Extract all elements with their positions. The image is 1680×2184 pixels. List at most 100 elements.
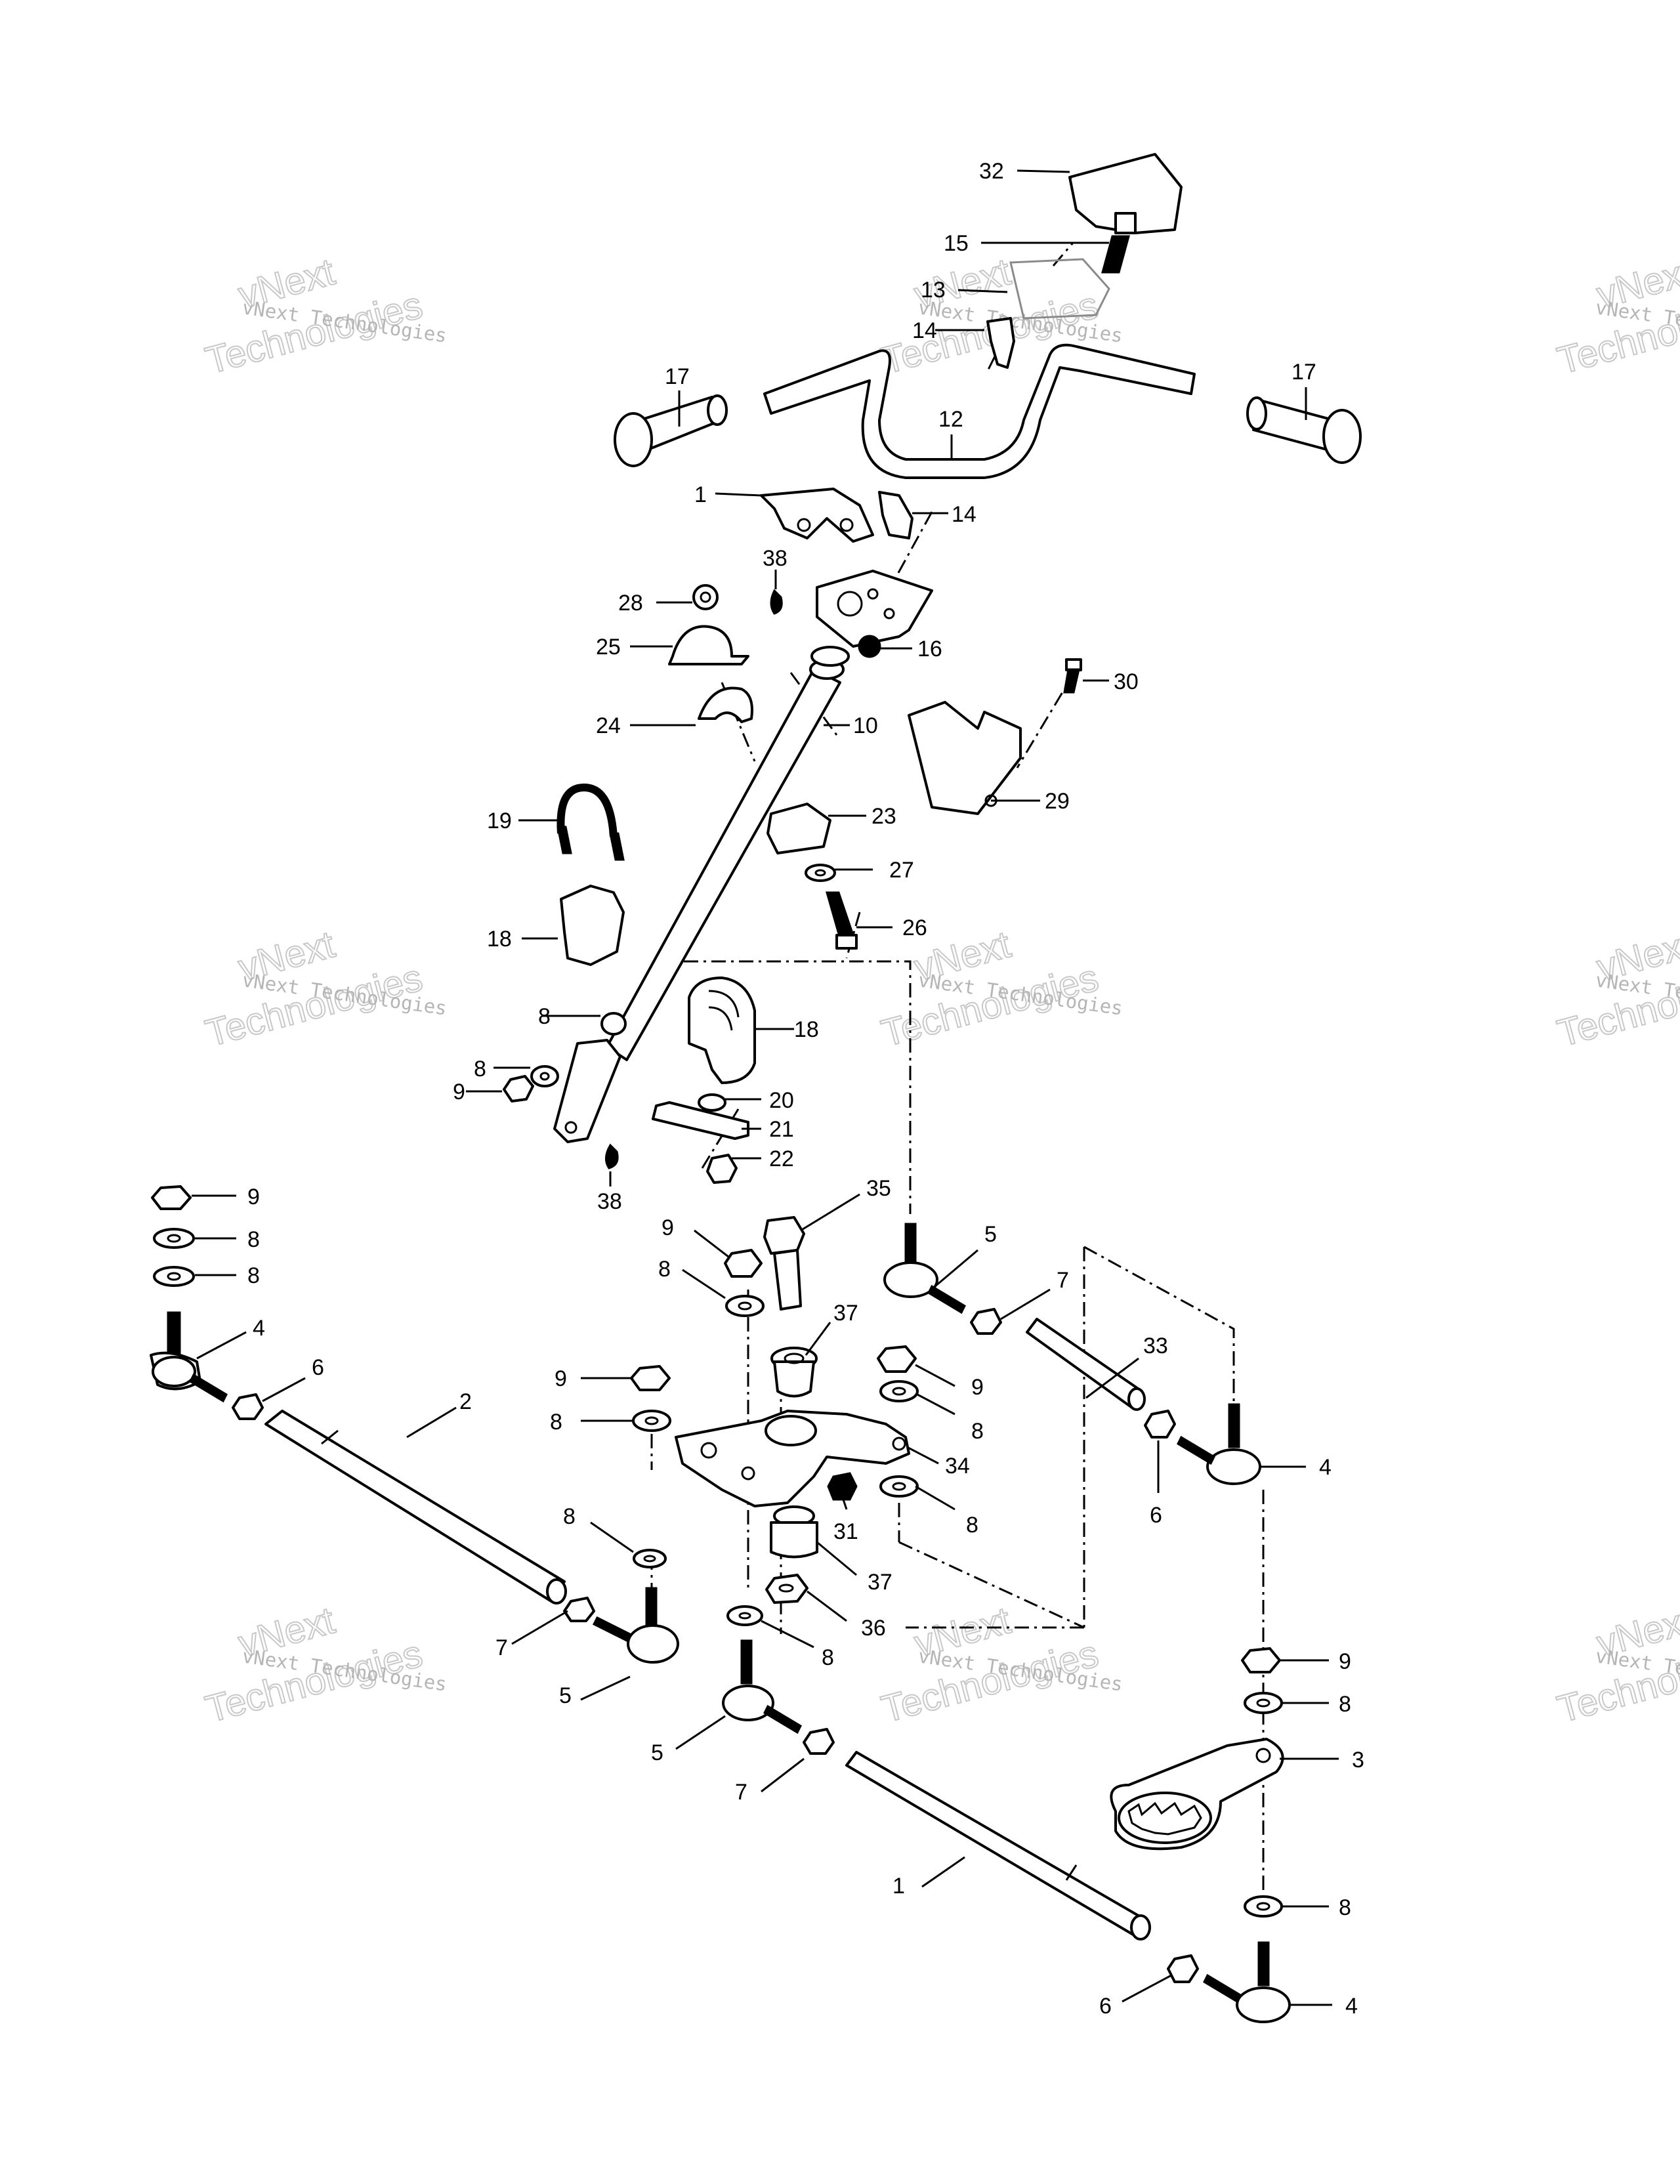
part-washer-8d [153, 1266, 195, 1287]
callout-6-lower: 6 [1099, 1994, 1112, 2019]
callout-22: 22 [769, 1146, 794, 1171]
part-tie-rod-end-5c [722, 1639, 802, 1734]
watermark-group-3: vNext Technologies vNext Technologies [1553, 249, 1680, 383]
callout-7-left: 7 [495, 1635, 508, 1660]
part-pitman-arm [553, 1039, 621, 1143]
callout-14-upper: 14 [912, 318, 937, 343]
callout-15: 15 [944, 231, 969, 256]
part-bushing-18a [560, 885, 625, 966]
part-bolt-35 [763, 1216, 805, 1311]
watermark-group-9: vNext Technologies vNext Technologies [1553, 1598, 1680, 1731]
callout-31: 31 [833, 1519, 858, 1544]
callout-16: 16 [917, 637, 942, 662]
part-nut-7a [563, 1597, 595, 1622]
part-bushing-37b [770, 1505, 818, 1559]
part-bushing-23 [766, 803, 831, 854]
callout-9-arm-right: 9 [971, 1375, 984, 1400]
part-washer-8e [633, 1549, 667, 1568]
part-nut-22 [706, 1154, 738, 1184]
callout-9-center: 9 [662, 1215, 674, 1240]
callout-18-left: 18 [487, 927, 512, 952]
callout-19: 19 [487, 808, 512, 833]
part-plate-21 [652, 1101, 749, 1140]
callout-8-left-stack-2: 8 [247, 1263, 260, 1288]
part-tie-rod-end-5b [883, 1223, 966, 1314]
callout-25: 25 [596, 635, 621, 660]
callout-17-right: 17 [1292, 360, 1316, 385]
watermark-group-5: vNext Technologies vNext Technologies [877, 922, 1124, 1055]
part-clamp-25 [668, 625, 749, 665]
part-bushing-37a [770, 1347, 818, 1398]
part-column-plate [816, 570, 933, 648]
callout-17-left: 17 [665, 364, 690, 389]
part-tie-rod-end-5a [592, 1587, 679, 1664]
callout-20: 20 [769, 1088, 794, 1113]
part-washer-20 [698, 1093, 726, 1112]
part-washer-8l [1244, 1895, 1283, 1918]
callout-7-upper: 7 [1057, 1268, 1069, 1293]
part-nut-7b [970, 1308, 1002, 1335]
part-screw-30 [1063, 658, 1082, 694]
callout-8-arm-lower: 8 [966, 1513, 978, 1538]
part-steering-column [606, 646, 850, 1061]
callout-6-left: 6 [312, 1355, 324, 1380]
part-upper-bracket [760, 488, 874, 543]
part-washer-8a [600, 1012, 627, 1036]
callout-5-upper: 5 [984, 1222, 997, 1247]
callout-9-right-stack: 9 [1339, 1649, 1351, 1674]
part-bolt-26 [826, 891, 858, 950]
callout-8-arm-right: 8 [971, 1419, 984, 1444]
callout-24: 24 [596, 713, 621, 738]
callout-4-right: 4 [1319, 1455, 1332, 1480]
part-washer-8c [153, 1228, 195, 1249]
part-washer-27 [805, 864, 836, 882]
part-nut-9a [503, 1075, 534, 1102]
part-nut-6c [1167, 1954, 1199, 1983]
callout-38-lower: 38 [597, 1189, 622, 1214]
part-nut-6a [232, 1393, 264, 1420]
callout-37-lower: 37 [868, 1570, 892, 1595]
callout-32: 32 [979, 159, 1004, 184]
part-nut-16 [858, 635, 881, 658]
part-washer-8b [530, 1065, 559, 1087]
callout-33: 33 [1143, 1334, 1168, 1358]
callout-36: 36 [861, 1616, 886, 1641]
part-grip-left [614, 394, 728, 467]
callout-18-right: 18 [794, 1017, 819, 1042]
callout-5-left: 5 [559, 1683, 572, 1708]
callout-8-mid-left: 8 [563, 1504, 576, 1529]
part-tie-rod-1 [845, 1751, 1151, 1941]
part-sleeve-33 [1026, 1318, 1146, 1411]
part-clip-14b [878, 491, 914, 539]
part-washer-8k [1244, 1692, 1283, 1714]
callout-26: 26 [902, 915, 927, 940]
callout-21: 21 [769, 1117, 794, 1142]
part-bracket-29 [908, 701, 1022, 815]
callout-7-lower: 7 [735, 1780, 747, 1805]
part-nut-6b [1144, 1410, 1176, 1438]
callout-1-lower: 1 [892, 1874, 905, 1899]
callout-8-pitman: 8 [474, 1057, 486, 1082]
watermark-group-4: vNext Technologies vNext Technologies [201, 922, 448, 1055]
part-tie-rod-2 [264, 1410, 567, 1605]
part-washer-8f [725, 1295, 765, 1317]
callout-38-upper: 38 [763, 546, 788, 571]
watermark-group-7: vNext Technologies vNext Technologies [201, 1598, 448, 1731]
part-steering-arm-34 [675, 1410, 910, 1507]
part-washer-8h [879, 1380, 919, 1402]
callout-13: 13 [921, 278, 946, 303]
callout-9-arm-left: 9 [555, 1366, 567, 1391]
callout-8-right-lower: 8 [1339, 1895, 1351, 1920]
part-grip-right [1246, 396, 1362, 464]
callout-9-left-stack: 9 [247, 1185, 260, 1209]
callout-8-left-stack-1: 8 [247, 1227, 260, 1252]
part-nut-9e [877, 1345, 917, 1373]
watermark-group-8: vNext Technologies vNext Technologies [877, 1598, 1124, 1731]
callout-1-upper: 1 [694, 482, 707, 507]
callout-27: 27 [889, 858, 914, 883]
callout-14-lower: 14 [952, 502, 976, 527]
part-clip-14a [986, 317, 1015, 369]
callout-3: 3 [1352, 1748, 1364, 1773]
watermark-group-6: vNext Technologies vNext Technologies [1553, 922, 1680, 1055]
